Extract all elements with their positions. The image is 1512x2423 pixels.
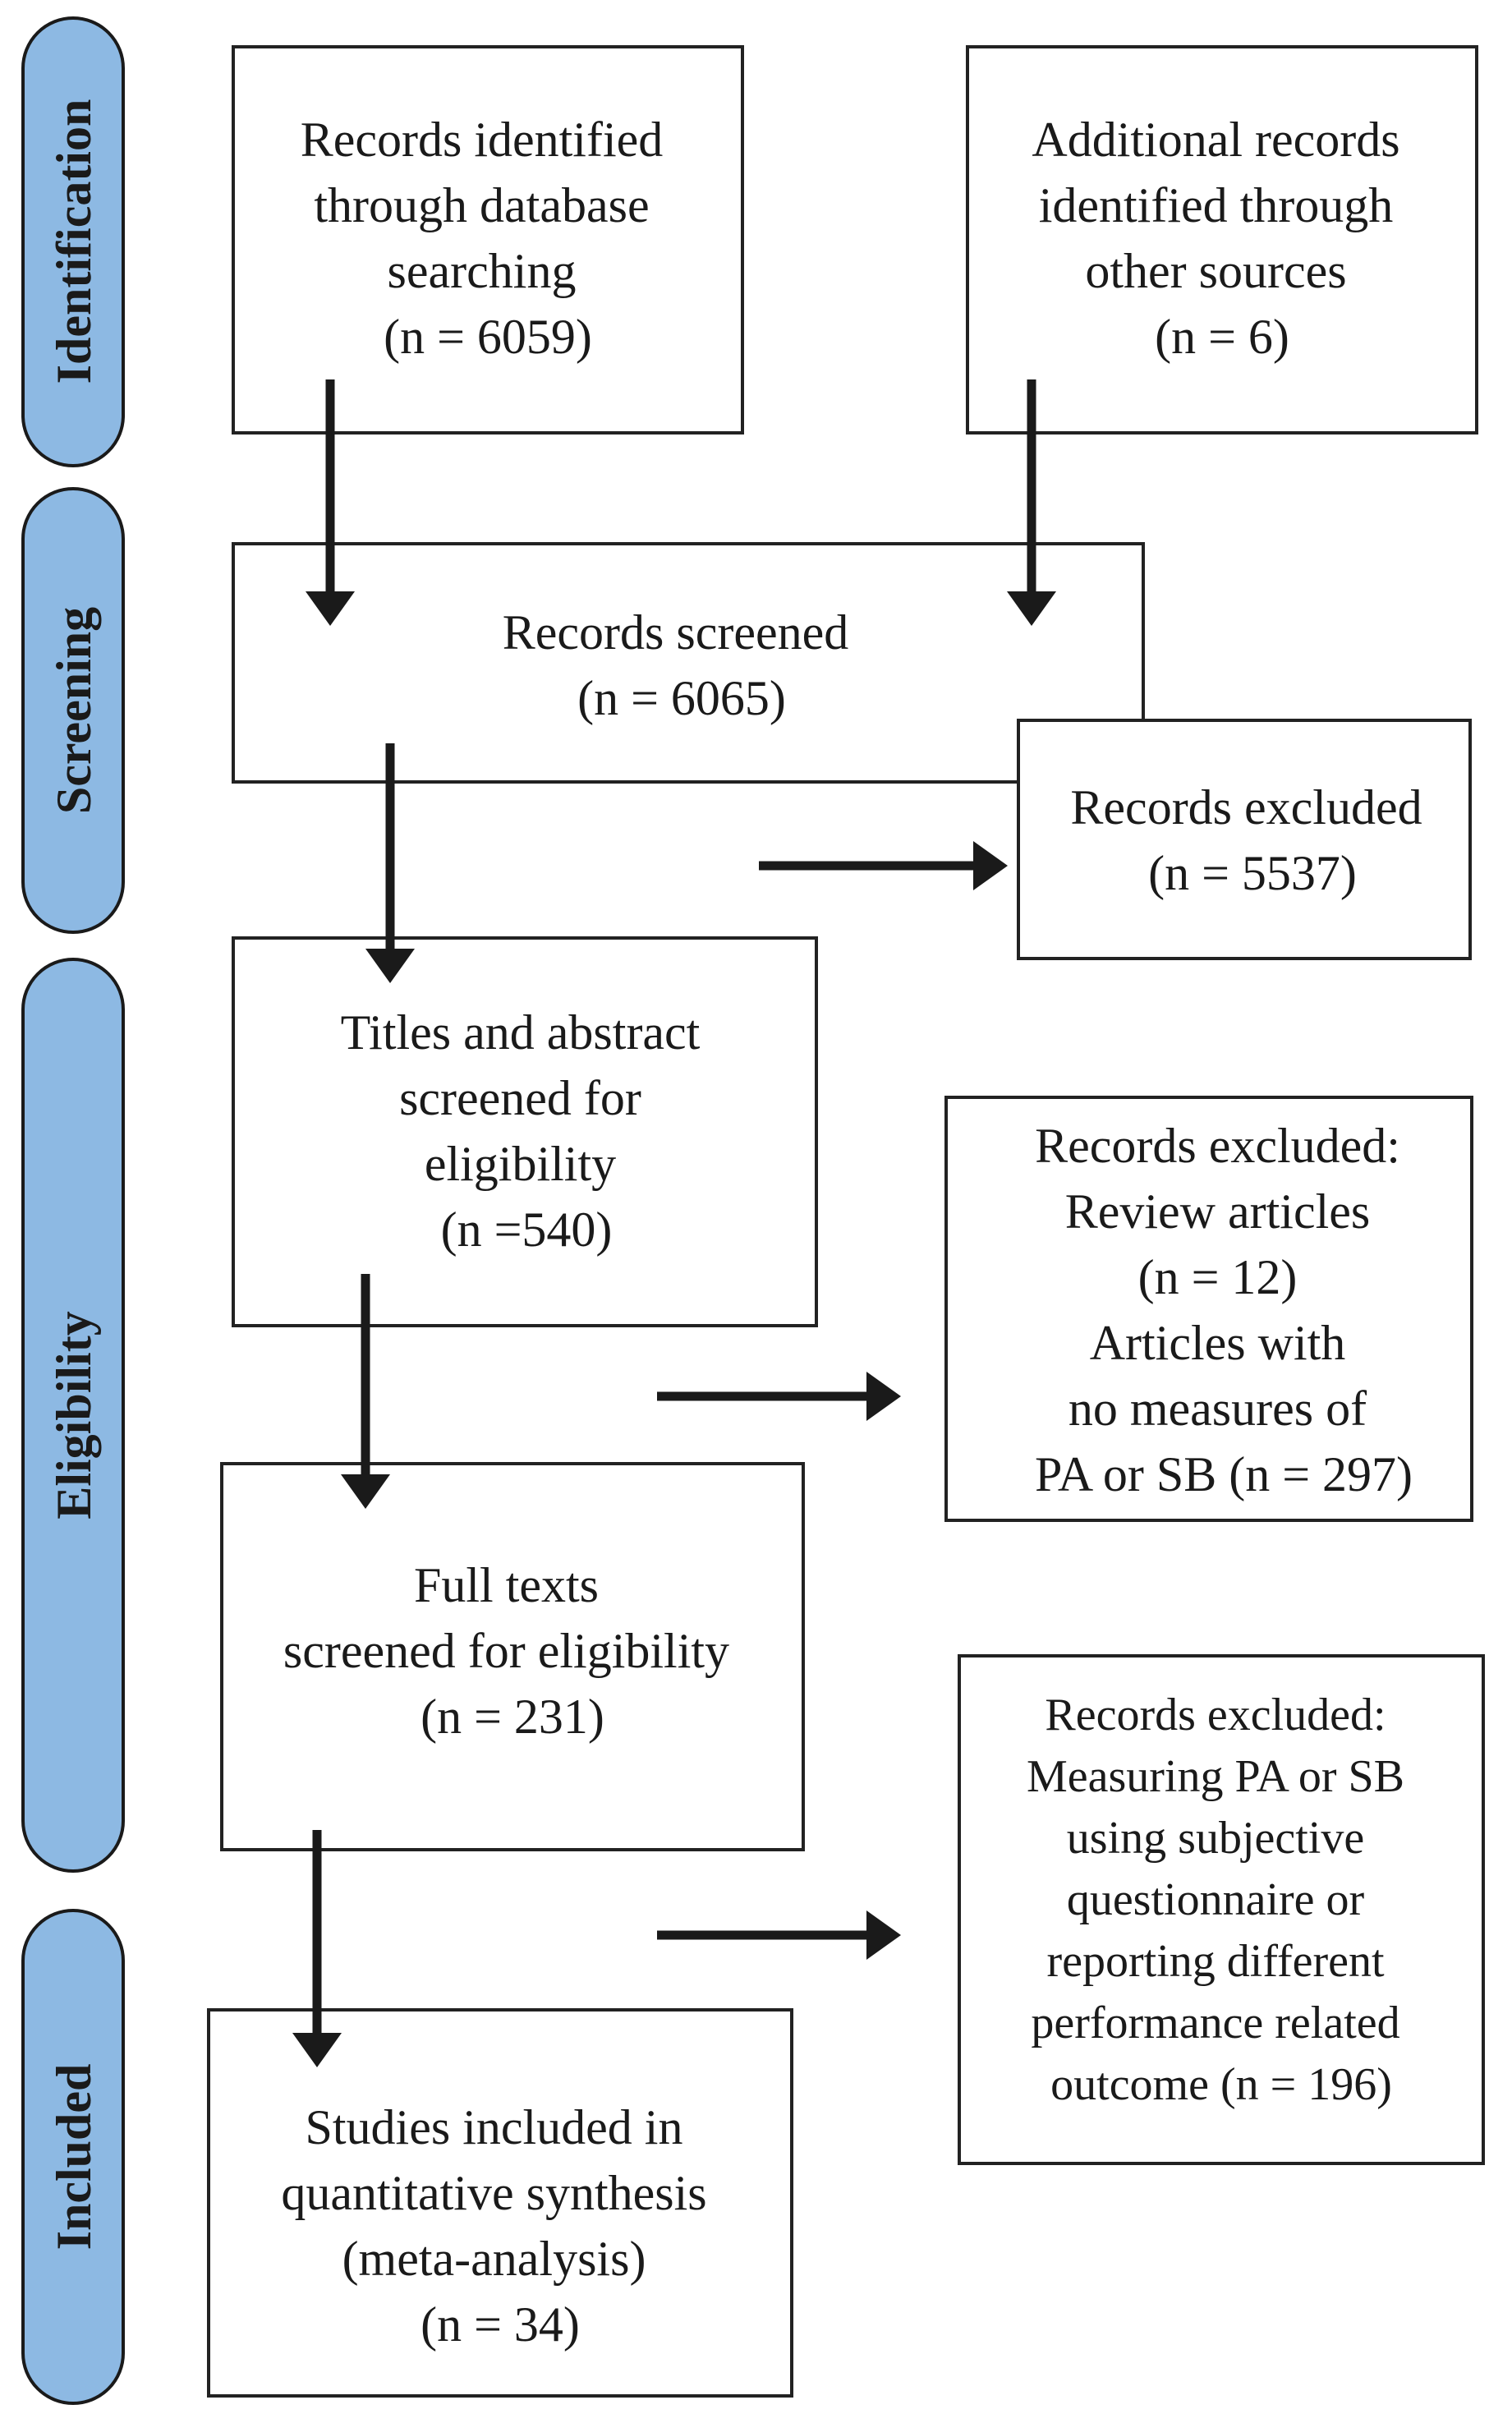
line: quantitative synthesis bbox=[281, 2166, 706, 2220]
line: identified through bbox=[1039, 178, 1394, 232]
box-records-excluded-screening-text: Records excluded (n = 5537) bbox=[1070, 780, 1434, 900]
line: Full texts bbox=[414, 1558, 599, 1612]
box-other-sources: Additional records identified through ot… bbox=[966, 45, 1478, 434]
line: Articles with bbox=[1090, 1316, 1346, 1370]
box-other-sources-text: Additional records identified through ot… bbox=[1032, 113, 1412, 364]
box-full-texts: Full texts screened for eligibility (n =… bbox=[220, 1462, 805, 1851]
box-studies-included-text: Studies included in quantitative synthes… bbox=[281, 2100, 719, 2352]
phase-eligibility: Eligibility bbox=[21, 958, 125, 1873]
line: (n = 6059) bbox=[384, 310, 592, 364]
arrow-titles-to-fulltexts bbox=[341, 1274, 390, 1509]
box-records-excluded-fulltext: Records excluded: Measuring PA or SB usi… bbox=[958, 1654, 1485, 2165]
line: Records identified bbox=[301, 113, 664, 167]
box-records-screened-text: Records screened (n = 6065) bbox=[503, 605, 861, 725]
phase-screening-label: Screening bbox=[47, 607, 101, 814]
line: Additional records bbox=[1032, 113, 1399, 167]
line: questionnaire or bbox=[1067, 1874, 1365, 1925]
arrow-screened-to-titles bbox=[365, 743, 415, 983]
arrow-other-to-screened bbox=[1007, 379, 1056, 626]
line: using subjective bbox=[1067, 1813, 1364, 1864]
line: searching bbox=[388, 244, 577, 298]
line: Records excluded: bbox=[1035, 1119, 1400, 1173]
phase-included: Included bbox=[21, 1909, 125, 2405]
box-database-records-text: Records identified through database sear… bbox=[301, 113, 676, 364]
box-titles-abstract: Titles and abstract screened for eligibi… bbox=[232, 936, 818, 1327]
arrow-fulltexts-to-included bbox=[292, 1830, 342, 2067]
line: eligibility bbox=[425, 1137, 616, 1191]
line: Records excluded: bbox=[1045, 1690, 1386, 1740]
box-database-records: Records identified through database sear… bbox=[232, 45, 744, 434]
box-records-excluded-fulltext-text: Records excluded: Measuring PA or SB usi… bbox=[1027, 1690, 1416, 2110]
line: screened for eligibility bbox=[283, 1624, 729, 1678]
line: Studies included in bbox=[306, 2100, 683, 2154]
arrow-database-to-screened bbox=[306, 379, 355, 626]
line: performance related bbox=[1031, 1998, 1399, 2048]
line: no measures of bbox=[1069, 1382, 1367, 1436]
arrow-to-excluded-screening bbox=[759, 841, 1008, 890]
box-studies-included: Studies included in quantitative synthes… bbox=[207, 2008, 793, 2398]
line: (n = 34) bbox=[421, 2297, 580, 2352]
line: (n = 6) bbox=[1155, 310, 1289, 364]
line: Measuring PA or SB bbox=[1027, 1751, 1404, 1802]
phase-included-label: Included bbox=[47, 2064, 101, 2251]
box-full-texts-text: Full texts screened for eligibility (n =… bbox=[283, 1558, 742, 1744]
line: Records screened bbox=[503, 605, 848, 660]
box-records-screened: Records screened (n = 6065) bbox=[232, 542, 1145, 784]
line: (n =540) bbox=[441, 1202, 613, 1257]
line: (n = 231) bbox=[421, 1690, 604, 1744]
box-titles-abstract-text: Titles and abstract screened for eligibi… bbox=[341, 1005, 713, 1257]
box-records-excluded-eligibility-text: Records excluded: Review articles (n = 1… bbox=[1035, 1119, 1413, 1501]
phase-screening: Screening bbox=[21, 487, 125, 934]
line: reporting different bbox=[1046, 1936, 1384, 1987]
arrow-to-excluded-fulltext bbox=[657, 1910, 901, 1960]
line: outcome (n = 196) bbox=[1050, 2059, 1392, 2110]
phase-identification: Identification bbox=[21, 16, 125, 467]
phase-eligibility-label: Eligibility bbox=[47, 1311, 101, 1519]
line: (meta-analysis) bbox=[342, 2232, 646, 2286]
line: (n = 6065) bbox=[577, 671, 786, 725]
box-records-excluded-eligibility: Records excluded: Review articles (n = 1… bbox=[944, 1096, 1473, 1522]
line: Review articles bbox=[1065, 1184, 1371, 1239]
arrow-to-excluded-eligibility bbox=[657, 1372, 901, 1421]
line: (n = 12) bbox=[1138, 1250, 1298, 1304]
line: PA or SB (n = 297) bbox=[1035, 1447, 1413, 1501]
phase-identification-label: Identification bbox=[47, 99, 101, 384]
line: Records excluded bbox=[1070, 780, 1422, 834]
line: screened for bbox=[399, 1071, 641, 1125]
line: through database bbox=[314, 178, 649, 232]
line: (n = 5537) bbox=[1148, 846, 1357, 900]
box-records-excluded-screening: Records excluded (n = 5537) bbox=[1017, 719, 1472, 960]
line: other sources bbox=[1085, 244, 1346, 298]
line: Titles and abstract bbox=[341, 1005, 701, 1060]
